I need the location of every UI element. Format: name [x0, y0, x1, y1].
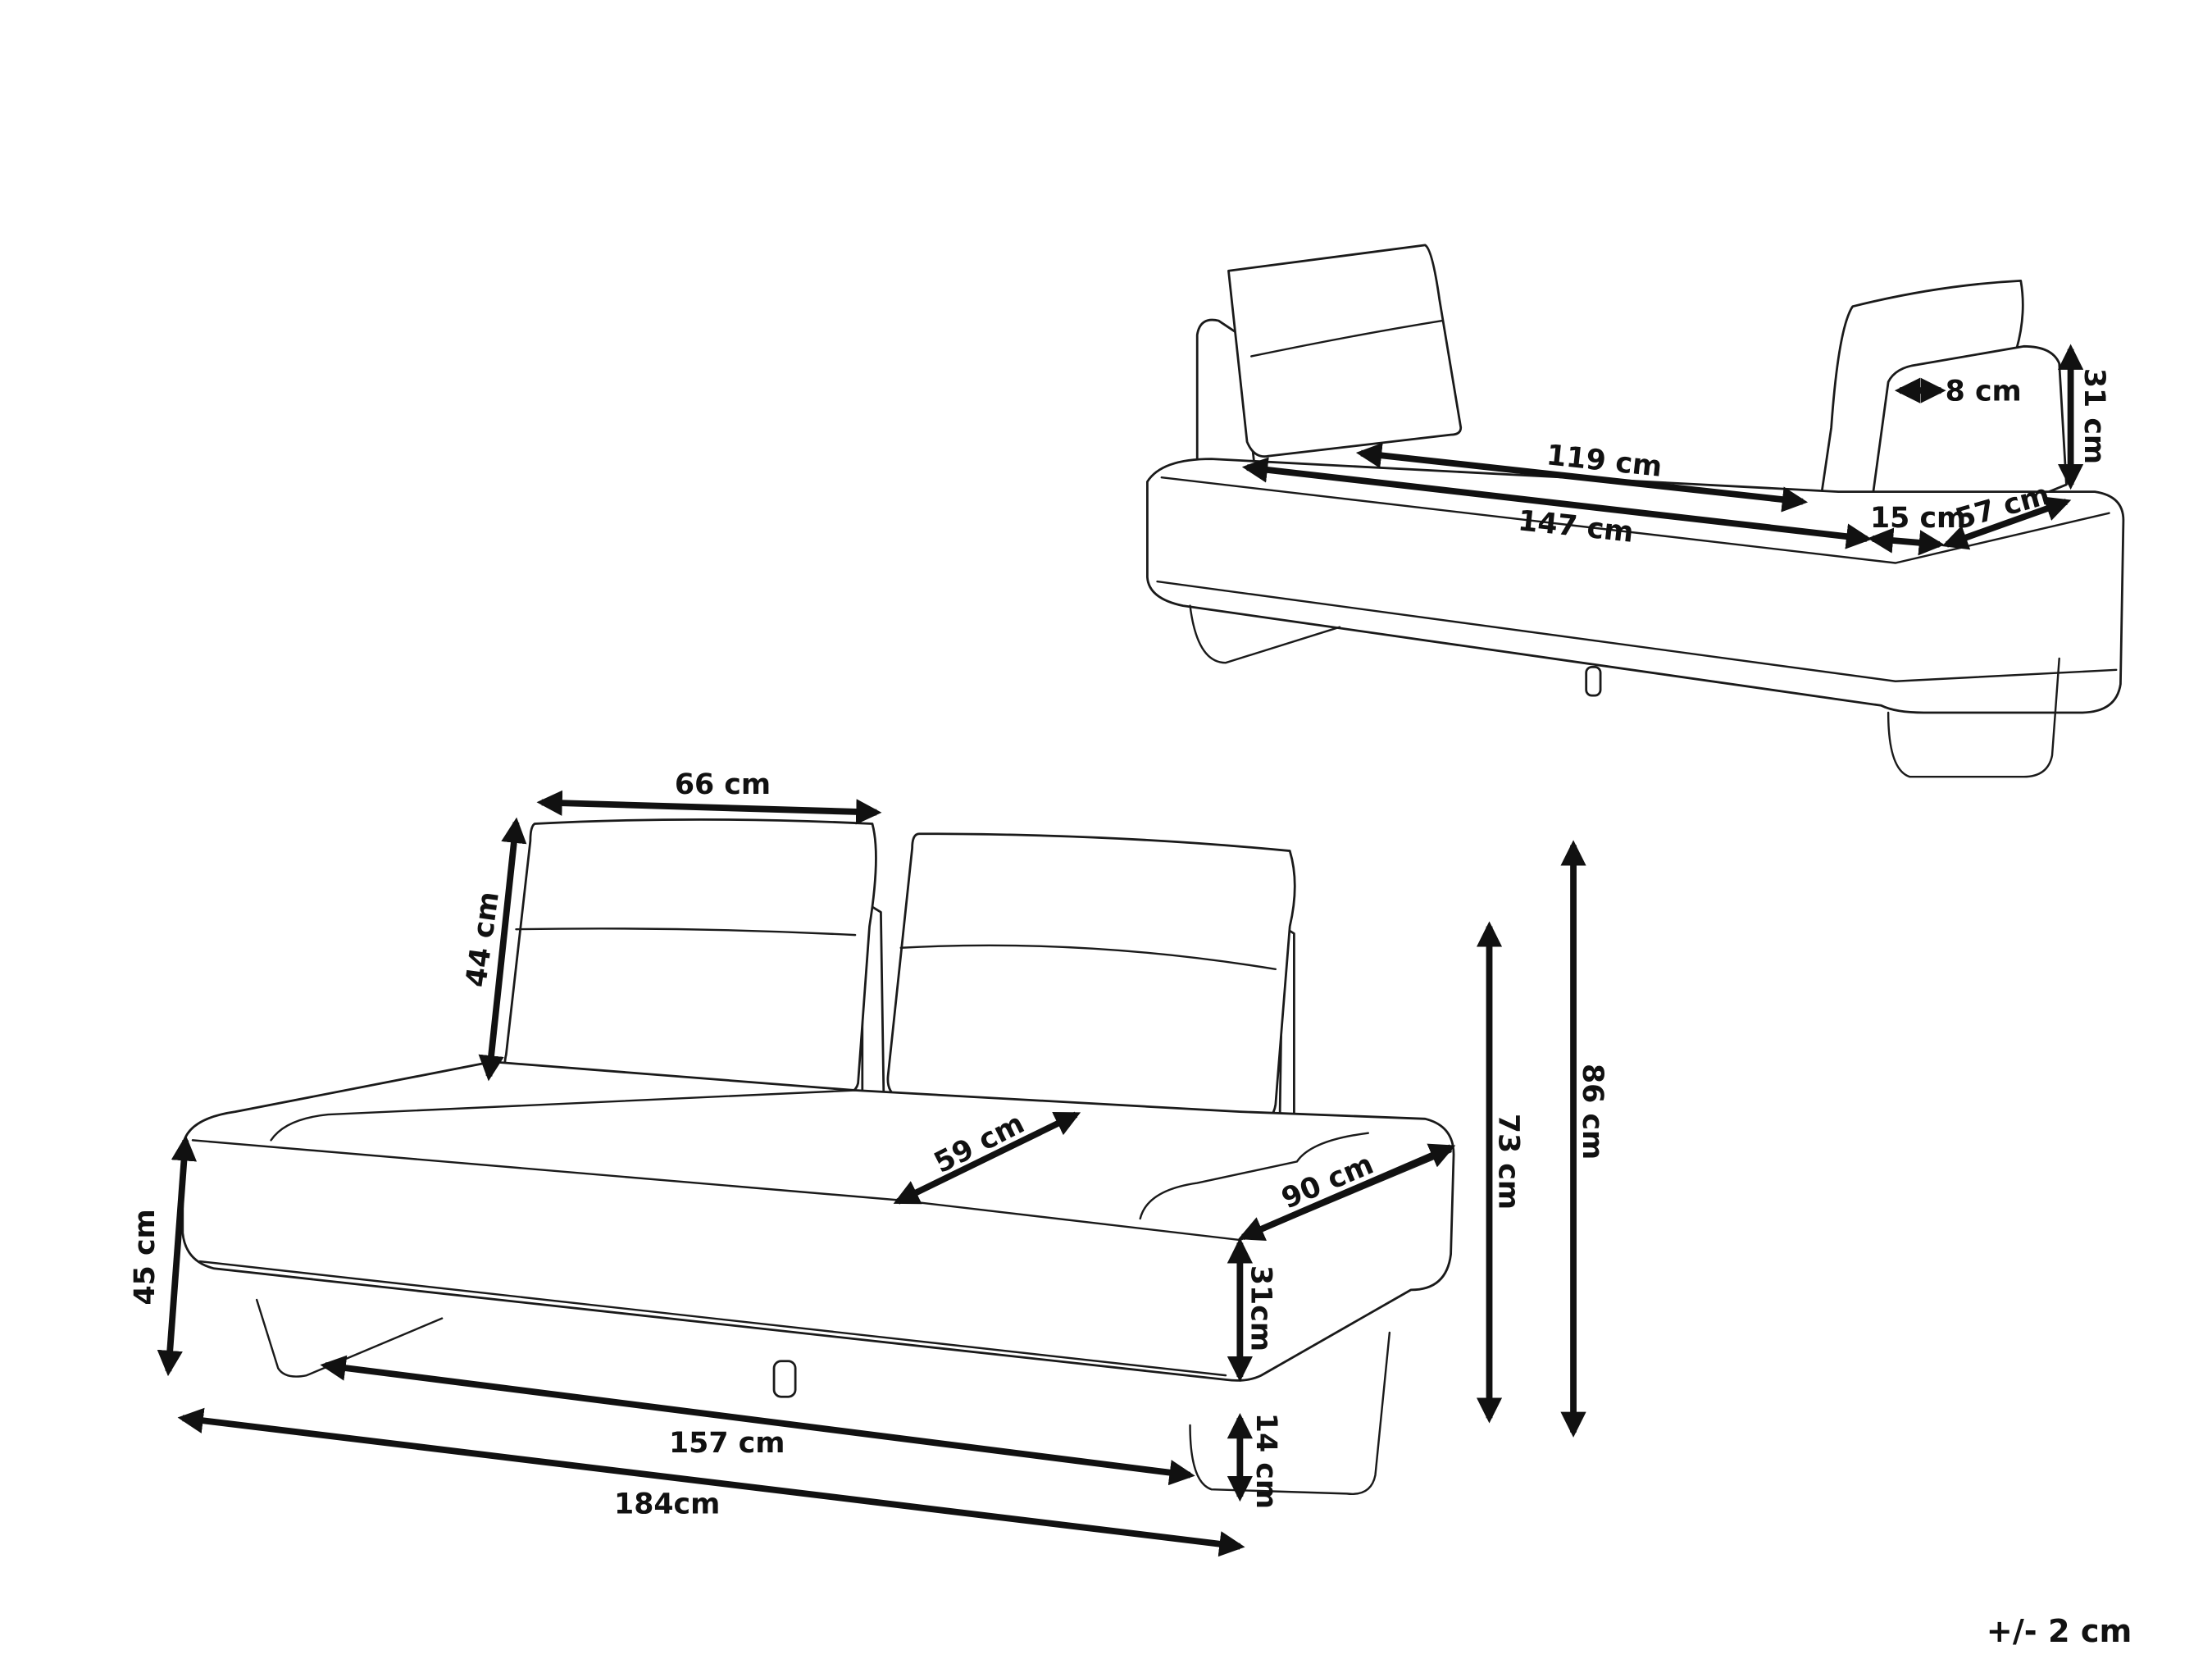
label-height-86: 86 cm	[1576, 1064, 1609, 1160]
arrow-seat-height	[157, 1135, 198, 1377]
label-leg-span: 157 cm	[669, 1427, 785, 1460]
label-armrest-top: 8 cm	[1946, 375, 2022, 408]
back-right-leg	[1887, 657, 2060, 778]
label-seat-height: 45 cm	[129, 1209, 162, 1305]
arrow-seat-depth	[893, 1111, 1081, 1205]
back-left-leg	[1189, 604, 1341, 664]
front-left-leg	[255, 1298, 444, 1378]
sofa-front-view	[181, 818, 1455, 1496]
front-seat-body	[181, 1060, 1455, 1382]
label-height-73: 73 cm	[1492, 1114, 1525, 1210]
arrow-armrest-length	[1941, 496, 2072, 550]
front-right-cushion	[886, 832, 1296, 1122]
dimension-arrows	[157, 344, 2084, 1557]
label-armrest-height: 31 cm	[2078, 368, 2110, 464]
label-leg-height: 14 cm	[1249, 1413, 1282, 1509]
arrow-seat-width	[1241, 457, 1873, 549]
back-left-cushion	[1227, 244, 1463, 458]
arrow-cushion-height	[478, 817, 527, 1082]
arrow-cushion-width	[536, 790, 882, 825]
front-left-cushion	[503, 818, 877, 1096]
tolerance-note: +/- 2 cm	[1987, 1614, 2132, 1650]
label-body-height: 31cm	[1244, 1265, 1277, 1351]
arrow-armrest-base	[1867, 527, 1945, 556]
arrow-total-width	[177, 1407, 1245, 1557]
label-total-width: 184cm	[614, 1488, 720, 1521]
label-cushion-width: 66 cm	[675, 768, 771, 801]
label-armrest-base: 15 cm	[1870, 502, 1966, 535]
arrow-side-depth	[1238, 1143, 1456, 1242]
front-center-foot	[772, 1360, 797, 1398]
back-center-foot	[1585, 665, 1602, 697]
